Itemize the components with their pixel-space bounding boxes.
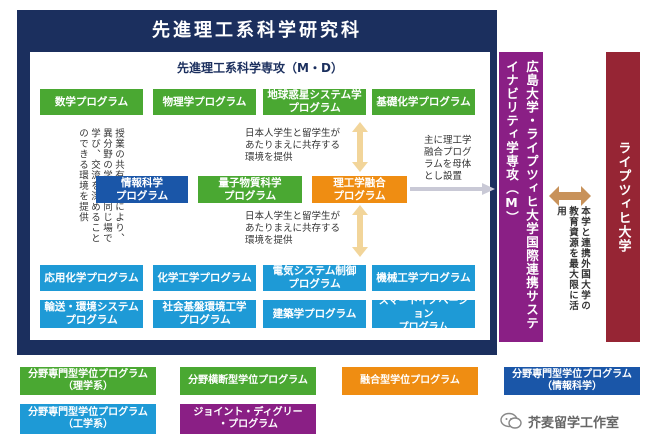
fusion-basis-note: 主に理工学 融合プログ ラムを母体 とし設置 (424, 135, 472, 182)
watermark-text: 芥麦留学工作室 (528, 415, 620, 431)
program-math: 数学プログラム (40, 89, 143, 115)
program-quantum-matter: 量子物質科学 プログラム (198, 176, 302, 203)
program-smart-innovation: スマートイノベーション プログラム (372, 296, 475, 333)
coexist-note-bottom: 日本人学生と留学生が あたりまえに共存する 環境を提供 (245, 211, 341, 246)
double-arrow-cooperation (549, 186, 591, 206)
program-fusion-science: 理工学融合 プログラム (312, 176, 407, 203)
watermark: 芥麦留学工作室 (500, 410, 650, 432)
coexist-note-top: 日本人学生と留学生が あたりまえに共存する 環境を提供 (245, 128, 341, 163)
program-chemical-engineering: 化学工学プログラム (153, 265, 256, 291)
program-basic-chemistry: 基礎化学プログラム (372, 89, 475, 115)
program-civil-environmental: 社会基盤環境工学 プログラム (153, 300, 256, 328)
legend-fusion: 融合型学位プログラム (342, 367, 478, 395)
legend-information-specialized: 分野専門型学位プログラム （情報科学） (504, 367, 640, 395)
program-mechanical-engineering: 機械工学プログラム (372, 265, 475, 291)
chat-icon (500, 412, 522, 429)
cooperation-note: 本学と連携外国大学の教育資源を最大限に活用 (555, 206, 590, 311)
program-transport-environment: 輸送・環境システム プログラム (40, 300, 143, 328)
legend-engineering-specialized: 分野専門型学位プログラム （工学系） (20, 404, 156, 434)
program-earth-planetary: 地球惑星システム学 プログラム (263, 89, 366, 115)
program-electrical-systems: 電気システム制御 プログラム (263, 265, 366, 291)
program-physics: 物理学プログラム (153, 89, 256, 115)
up-down-arrow-bottom (352, 205, 368, 257)
legend-cross-field: 分野横断型学位プログラム (180, 367, 316, 395)
leipzig-university: ライプツィヒ大学 (606, 52, 640, 342)
right-arrow-to-sustainability (410, 183, 495, 195)
program-architecture: 建築学プログラム (263, 300, 366, 328)
graduate-school-title: 先進理工系科学研究科 (152, 20, 362, 41)
legend-joint-degree: ジョイント・ディグリー ・プログラム (180, 404, 316, 434)
up-down-arrow-top (352, 122, 368, 172)
program-applied-chemistry: 応用化学プログラム (40, 265, 143, 291)
program-information-science: 情報科学 プログラム (96, 176, 188, 203)
legend-science-specialized: 分野専門型学位プログラム （理学系） (20, 367, 156, 395)
major-title: 先進理工系科学専攻（M・D） (177, 61, 343, 75)
sustainability-major: 広島大学・ライプツィヒ大学国際連携サステイナビリティ学専攻（M） (499, 52, 543, 342)
